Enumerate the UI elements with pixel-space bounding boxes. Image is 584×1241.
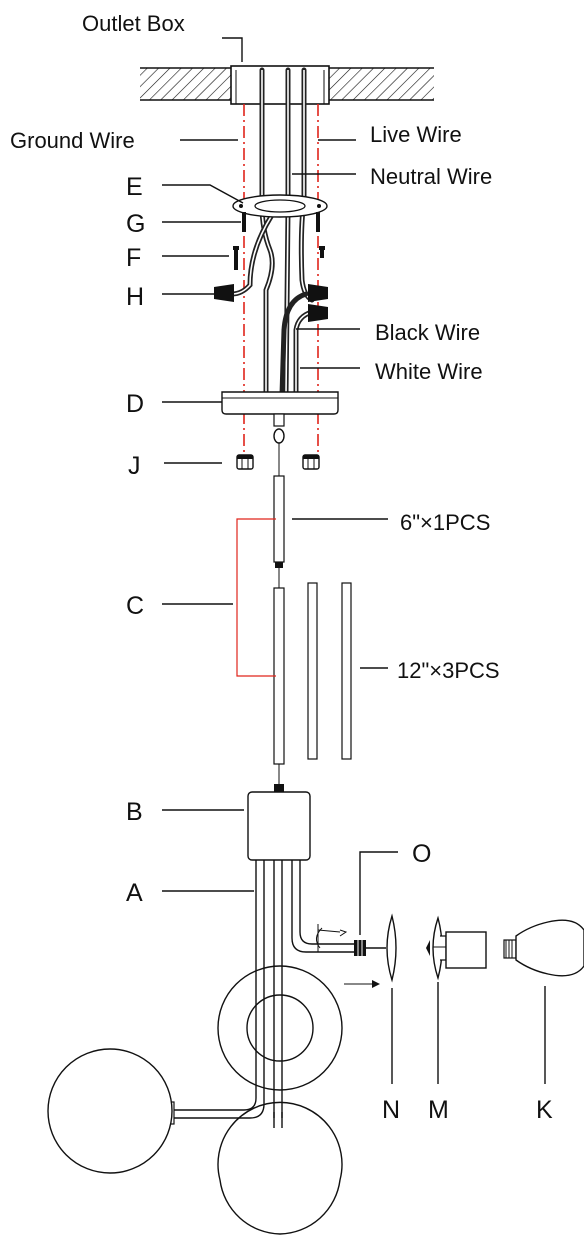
ceiling: [140, 67, 434, 101]
part-label-N: N: [382, 1096, 400, 1124]
canopy-hook: [273, 413, 285, 476]
part-label-B: B: [126, 798, 143, 826]
part-label-J: J: [128, 452, 141, 480]
part-G-screws: [242, 212, 320, 232]
part-F-screws: [233, 246, 325, 270]
part-D-canopy: [221, 391, 339, 415]
part-label-H: H: [126, 283, 144, 311]
label-live-wire: Live Wire: [370, 122, 462, 147]
part-K-bulb: [503, 919, 584, 977]
label-outlet-box: Outlet Box: [82, 11, 185, 36]
part-label-K: K: [536, 1096, 553, 1124]
part-label-F: F: [126, 244, 141, 272]
part-A-arms: [165, 860, 354, 1130]
label-white-wire: White Wire: [375, 359, 483, 384]
part-label-A: A: [126, 879, 143, 907]
label-neutral-wire: Neutral Wire: [370, 164, 492, 189]
part-C-rods: [236, 475, 352, 786]
label-ground-wire: Ground Wire: [10, 128, 135, 153]
part-label-M: M: [428, 1096, 449, 1124]
part-B-junction-box: [247, 784, 311, 861]
part-label-D: D: [126, 390, 144, 418]
leader-lines: [162, 37, 546, 1084]
part-label-C: C: [126, 592, 144, 620]
part-E-crossbar: [232, 194, 328, 218]
outlet-box: [230, 65, 330, 105]
part-label-O: O: [412, 840, 431, 868]
label-rod-long: 12"×3PCS: [397, 658, 500, 683]
part-label-G: G: [126, 210, 145, 238]
part-label-E: E: [126, 173, 143, 201]
part-J-cap-nuts: [236, 454, 320, 470]
part-H-wire-connectors: [214, 284, 328, 322]
label-rod-short: 6"×1PCS: [400, 510, 490, 535]
part-O-collar: [316, 924, 380, 988]
part-M-socket: [426, 915, 487, 981]
glass-globes: [47, 1048, 343, 1235]
label-black-wire: Black Wire: [375, 320, 480, 345]
part-N-cup: [366, 913, 397, 983]
